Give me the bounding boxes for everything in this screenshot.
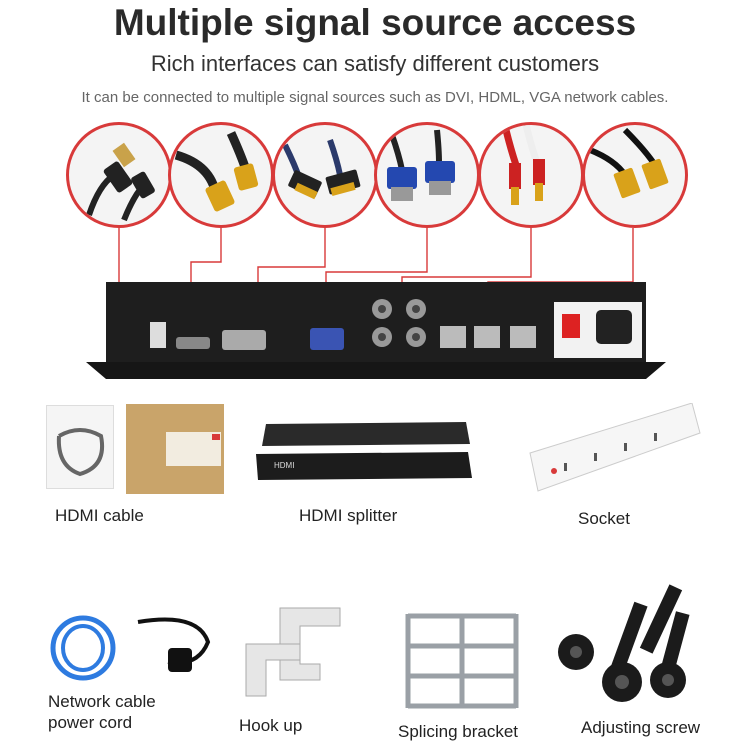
ethernet-port [440,326,466,348]
power-inlet [596,310,632,344]
socket-label: Socket [578,509,630,528]
network-cable-icon [582,122,688,228]
adjusting-screw-image [556,582,698,714]
hdmi-cable-label: HDMI cable [55,506,144,525]
hdmi-cable-box [126,404,224,494]
splicing-bracket-label: Splicing bracket [398,722,519,741]
hook-up-label: Hook up [239,716,303,735]
power-switch [562,314,580,338]
player-rear-panel [86,282,666,379]
hdmi-splitter-label: HDMI splitter [299,506,398,525]
hdmi-splitter-image: HDMI [256,418,474,484]
hdmi-cable-package [46,405,114,489]
network-cable-power-cord-image [48,612,218,684]
power-cord-label: power cord [48,713,133,732]
power-socket-image [524,402,702,499]
page-description: It can be connected to multiple signal s… [81,89,669,106]
page-subtitle: Rich interfaces can satisfy different cu… [150,51,600,76]
adjusting-screw-label: Adjusting screw [581,718,701,737]
hdmi-cable-icon [168,122,274,228]
usb-port [150,322,166,348]
svg-text:HDMI: HDMI [274,461,294,470]
hdmi-port [176,337,210,349]
dvi-port [222,330,266,350]
page-title: Multiple signal source access [113,2,637,43]
rca-audio-cable-icon [478,122,584,228]
splicing-bracket-image [402,610,522,712]
hook-image [240,604,354,704]
network-cable-label: Network cable [48,692,156,711]
vga-port [310,328,344,350]
